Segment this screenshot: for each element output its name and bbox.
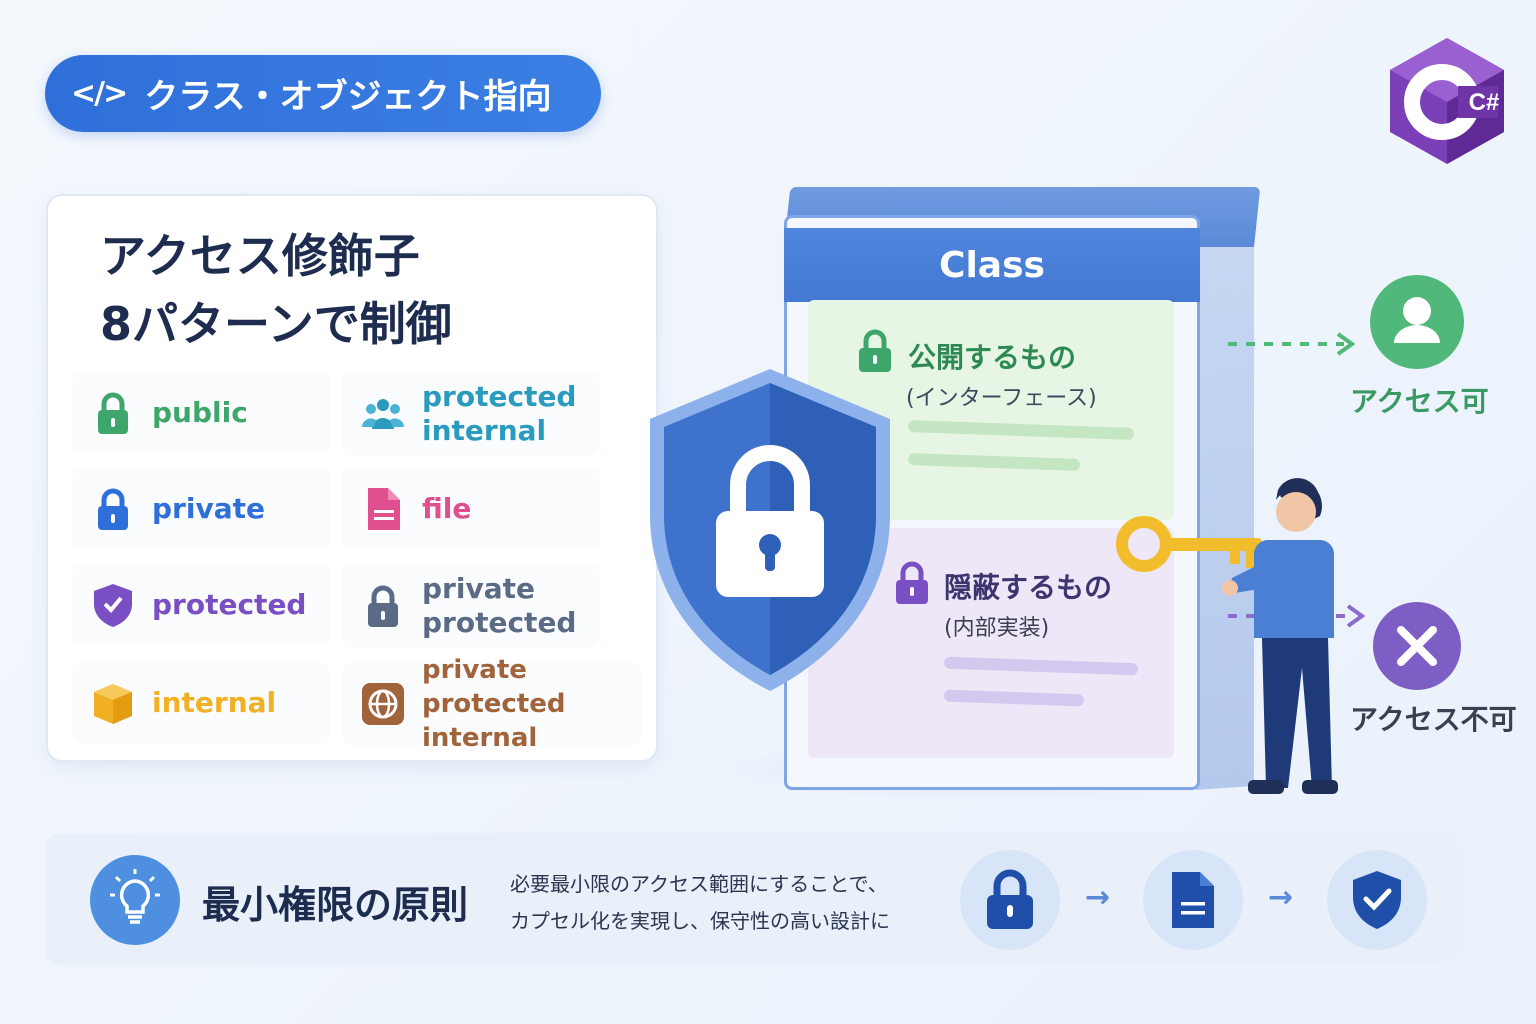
lock-icon [98,488,128,530]
principle-desc-line2: カプセル化を実現し、保守性の高い設計に [510,909,890,933]
card-title-line1: アクセス修飾子 [100,229,420,283]
step-arrow-icon: → [1085,880,1111,915]
access-denied-label: アクセス不可 [1350,703,1517,736]
principle-desc-line1: 必要最小限のアクセス範囲にすることで、 [510,872,888,896]
allowed-arrow [1228,332,1356,356]
shield-check-icon [1353,871,1401,929]
modifier-label: protected [422,380,577,413]
modifier-private: private [72,468,330,550]
class-header: Class [784,228,1200,302]
class-label: Class [939,244,1045,286]
person-icon [1222,478,1338,794]
private-lock-icon [896,561,928,604]
access-allowed-badge [1370,275,1464,369]
document-icon [1172,872,1214,928]
user-icon [1394,297,1440,343]
modifier-private-protected: private protected [342,564,600,648]
private-title: 隠蔽するもの [944,571,1113,604]
step-shield [1327,850,1427,950]
modifier-protected: protected [72,564,330,646]
box-icon [94,684,132,724]
group-icon [362,399,404,429]
modifier-label: public [152,396,248,429]
step-document [1143,850,1243,950]
lock-icon [98,392,128,434]
close-icon [1397,626,1437,666]
step-lock [960,850,1060,950]
lightbulb-badge [90,855,180,945]
modifier-private-protected-internal: private protected internal [342,655,642,753]
private-subtitle: (内部実装) [944,616,1050,641]
principle-description: 必要最小限のアクセス範囲にすることで、 カプセル化を実現し、保守性の高い設計に [510,866,890,940]
security-shield-icon [650,369,890,691]
modifier-label-line2: internal [422,414,547,447]
topic-label: クラス・オブジェクト指向 [144,77,552,117]
principle-title: 最小権限の原則 [202,883,469,927]
modifier-label: file [422,492,472,525]
lightbulb-icon [110,869,160,924]
modifier-label: internal [152,686,277,719]
modifier-label: private [152,492,265,525]
topic-pill: </> クラス・オブジェクト指向 [45,55,601,132]
public-title: 公開するもの [908,341,1077,374]
step-arrow-icon: → [1268,880,1294,915]
modifier-protected-internal: protected internal [342,372,600,456]
code-icon: </> [71,76,128,111]
person-with-key [1116,478,1338,794]
modifier-label-line2: protected [422,606,577,639]
lock-icon [368,585,398,627]
modifier-label: private protected [422,655,566,719]
modifier-label-line2: internal [422,723,538,753]
access-denied-badge [1373,602,1461,690]
public-lock-icon [859,329,891,372]
lock-icon [987,869,1033,929]
modifier-public: public [72,372,330,454]
globe-icon [362,683,404,725]
csharp-logo: C# [1390,38,1504,164]
modifier-internal: internal [72,662,330,744]
file-icon [368,488,400,530]
modifier-label: private [422,572,535,605]
modifier-file: file [342,468,600,550]
card-title-line2: 8パターンで制御 [100,297,452,351]
key-icon [1116,516,1262,572]
shield-icon [94,584,132,627]
logo-text: C# [1469,89,1500,116]
public-subtitle: (インターフェース) [906,386,1097,411]
modifier-label: protected [152,588,307,621]
access-allowed-label: アクセス可 [1350,385,1489,418]
card-title: アクセス修飾子 8パターンで制御 [100,222,452,358]
